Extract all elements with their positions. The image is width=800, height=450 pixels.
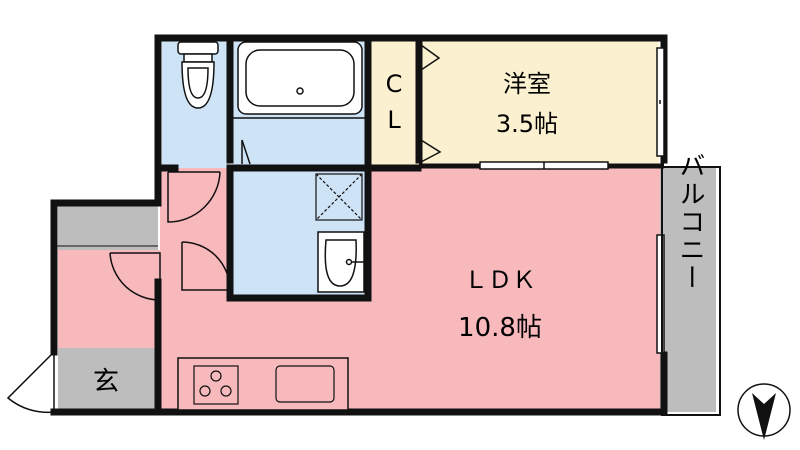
bathtub-icon	[233, 41, 367, 119]
western-room-size: 3.5帖	[496, 110, 558, 138]
western-room-name: 洋室	[503, 70, 551, 98]
windows	[479, 47, 665, 354]
western-room	[419, 38, 659, 168]
door-swings	[6, 139, 251, 414]
north-arrow-icon	[737, 383, 791, 440]
drain-icon	[315, 173, 363, 221]
kitchen-counter	[177, 357, 349, 411]
stove-icon	[193, 365, 239, 405]
toilet-icon	[177, 41, 219, 109]
washbasin-icon	[317, 231, 365, 293]
hallway-area	[58, 250, 163, 348]
closet-label-2: L	[387, 106, 401, 134]
closet-label-1: C	[386, 70, 403, 98]
sink-icon	[275, 365, 335, 403]
balcony-label: バルコニー	[675, 152, 705, 292]
balcony-area	[660, 168, 716, 412]
genkan-floor	[58, 348, 158, 412]
ldk-name: ＬＤＫ	[464, 266, 536, 294]
closet-area	[369, 38, 419, 168]
genkan-gray-top	[58, 206, 158, 250]
balcony-rail	[661, 166, 721, 416]
entrance-label: 玄	[93, 367, 119, 397]
ldk-size: 10.8帖	[458, 313, 542, 343]
closet-doors	[420, 44, 442, 163]
